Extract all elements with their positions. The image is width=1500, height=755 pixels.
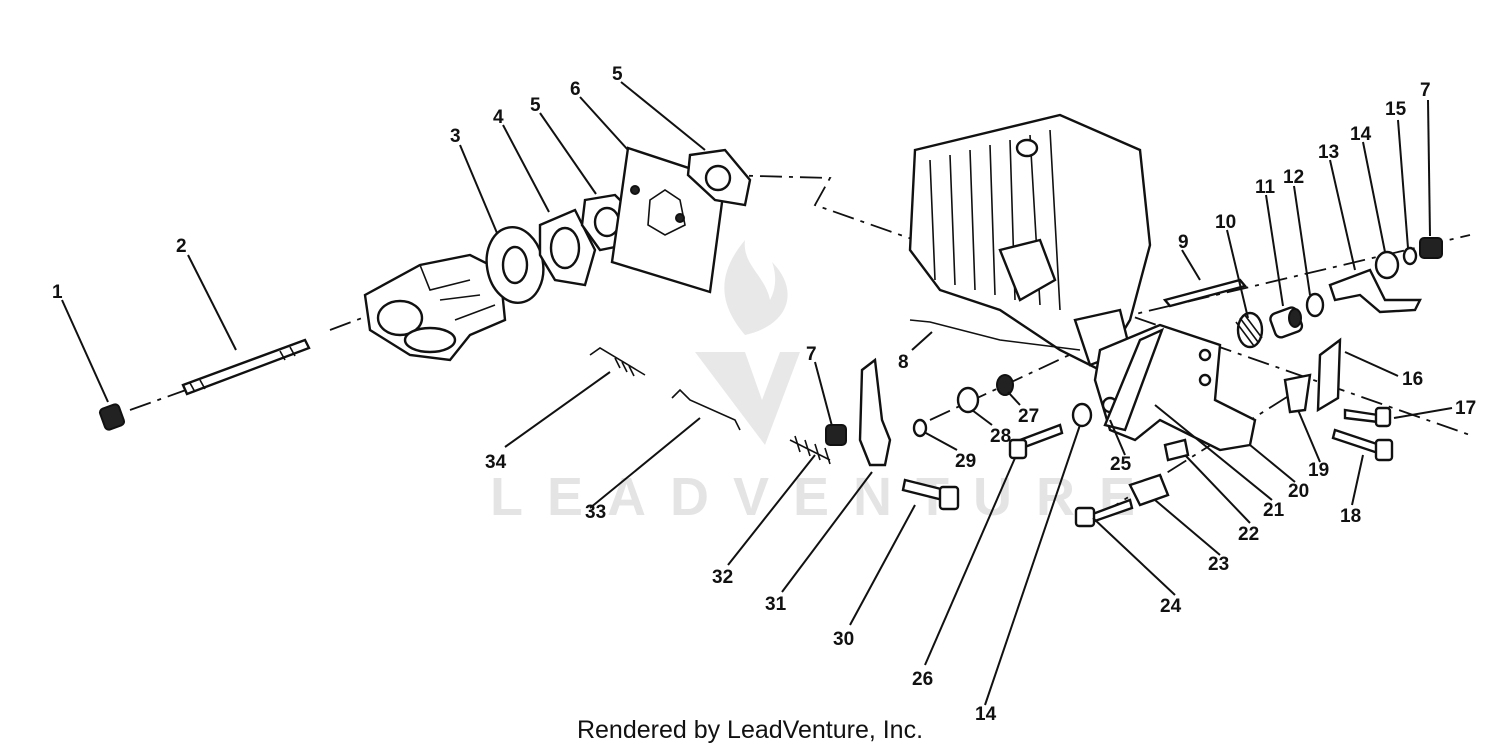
callout-27: 27 xyxy=(1018,406,1039,427)
callout-14b: 14 xyxy=(975,704,997,725)
callout-7a: 7 xyxy=(806,344,817,365)
part-28-washer xyxy=(956,386,980,414)
part-3-gasket xyxy=(485,226,545,304)
callout-7b: 7 xyxy=(1420,80,1431,101)
part-30-bolt xyxy=(901,478,960,511)
part-7-nut-b xyxy=(1419,237,1443,259)
part-22-screw xyxy=(1163,438,1190,462)
part-1-nut xyxy=(98,403,126,431)
part-7-nut-a xyxy=(825,424,847,446)
part-14-washer-b xyxy=(1071,402,1093,428)
callout-20: 20 xyxy=(1288,481,1309,502)
part-31-lever xyxy=(858,357,892,467)
callout-31: 31 xyxy=(765,594,787,615)
part-15-washer xyxy=(1402,246,1418,266)
callout-10: 10 xyxy=(1215,212,1236,233)
leader-lines xyxy=(61,81,1453,706)
part-29-washer xyxy=(912,418,928,438)
callout-24: 24 xyxy=(1160,596,1182,617)
callout-11: 11 xyxy=(1255,177,1276,198)
callout-29: 29 xyxy=(955,451,976,472)
part-25-control-bracket xyxy=(1093,323,1257,452)
part-14-washer-a xyxy=(1374,250,1400,280)
footer-credit: Rendered by LeadVenture, Inc. xyxy=(576,716,924,744)
callout-23: 23 xyxy=(1208,554,1229,575)
callout-5a: 5 xyxy=(530,95,541,116)
part-27-bushing xyxy=(996,374,1014,396)
part-33-wire xyxy=(671,388,741,431)
callout-25: 25 xyxy=(1110,454,1132,475)
part-2-stud xyxy=(181,338,311,396)
callout-21: 21 xyxy=(1263,500,1285,521)
callout-14a: 14 xyxy=(1350,124,1372,145)
callout-5b: 5 xyxy=(612,64,623,85)
callout-28: 28 xyxy=(990,426,1011,447)
callout-3: 3 xyxy=(450,126,461,147)
callout-15: 15 xyxy=(1385,99,1407,120)
part-34-spring xyxy=(589,347,646,377)
callout-32: 32 xyxy=(712,567,733,588)
part-13-bracket xyxy=(1328,268,1422,314)
callout-33: 33 xyxy=(585,502,606,523)
part-5-gasket-b xyxy=(686,148,752,207)
part-carburetor xyxy=(363,253,507,362)
watermark-flame-icon xyxy=(724,240,788,335)
callout-26: 26 xyxy=(912,669,933,690)
callout-19: 19 xyxy=(1308,460,1329,481)
callout-9: 9 xyxy=(1178,232,1189,253)
engine-cylinder-block xyxy=(908,113,1152,372)
part-19-clip xyxy=(1283,373,1312,414)
part-24-screw xyxy=(1074,498,1134,528)
part-17-screw xyxy=(1343,406,1392,428)
watermark: LEADVENTURE xyxy=(490,240,1159,527)
part-11-bushing xyxy=(1269,306,1304,339)
part-4-spacer xyxy=(538,208,597,287)
callout-22: 22 xyxy=(1238,524,1259,545)
part-32-spring xyxy=(789,435,831,465)
watermark-v-icon xyxy=(695,352,800,445)
callout-4: 4 xyxy=(493,107,504,128)
part-12-washer xyxy=(1305,292,1325,318)
callout-34: 34 xyxy=(485,452,507,473)
callout-18: 18 xyxy=(1340,506,1361,527)
callout-1: 1 xyxy=(52,282,63,303)
callout-2: 2 xyxy=(176,236,187,257)
callout-8: 8 xyxy=(898,352,909,373)
watermark-text: LEADVENTURE xyxy=(490,467,1159,527)
callout-30: 30 xyxy=(833,629,854,650)
part-23-block xyxy=(1128,473,1170,507)
part-16-bracket xyxy=(1316,337,1342,413)
callout-6: 6 xyxy=(570,79,581,100)
callout-12: 12 xyxy=(1283,167,1304,188)
callout-labels: 1 2 3 4 5 5 6 7 7 8 9 10 11 12 13 14 14 … xyxy=(52,64,1476,725)
callout-17: 17 xyxy=(1455,398,1476,419)
part-8-wire xyxy=(909,319,1081,351)
part-10-spring xyxy=(1235,311,1264,349)
callout-16: 16 xyxy=(1402,369,1423,390)
part-9-link xyxy=(1162,278,1248,308)
part-18-screw xyxy=(1331,428,1394,462)
part-26-screw xyxy=(1008,423,1064,460)
callout-13: 13 xyxy=(1318,142,1339,163)
